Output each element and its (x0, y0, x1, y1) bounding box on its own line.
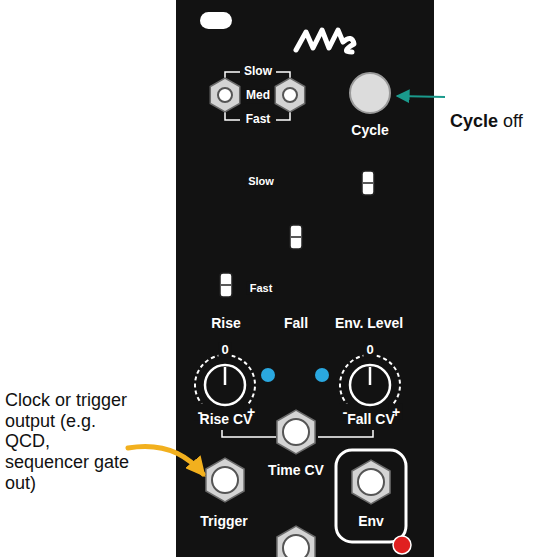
jack-socket (283, 88, 297, 102)
slider-label: Fall (284, 315, 308, 331)
cycle-button (350, 73, 390, 113)
jack-socket (358, 469, 384, 495)
led (261, 368, 275, 382)
hex-nut (206, 458, 244, 502)
slider-knob (291, 236, 301, 238)
slider-knob (363, 182, 373, 184)
output-highlight (336, 450, 406, 542)
switch-label: Fast (243, 113, 274, 127)
jack (206, 458, 244, 502)
knob-scale (195, 355, 255, 406)
knob-label: Fall CV (347, 411, 394, 427)
hex-nut (352, 460, 390, 504)
slider-label: Env. Level (335, 315, 403, 331)
knob-scale-label: 0 (363, 343, 376, 358)
jack (277, 410, 315, 454)
slider-knobs (220, 171, 374, 297)
hex-nut (277, 410, 315, 454)
trimpot-knob (350, 365, 390, 405)
jack-socket (218, 88, 232, 102)
jack-socket (212, 467, 238, 493)
callout-text: Clock or trigger output (e.g. QCD, seque… (5, 390, 130, 493)
button-label: Cycle (351, 122, 388, 138)
hex-nut (277, 526, 315, 557)
callout-group: Cycleoff (450, 111, 523, 132)
mounting-hole (200, 12, 232, 29)
slider-label: Rise (211, 315, 241, 331)
hex-nut (210, 78, 239, 112)
jack-label: Trigger (200, 513, 247, 529)
callout-text: Cycle (450, 111, 498, 132)
jack (275, 78, 304, 112)
knob-scale-label: 0 (218, 343, 231, 358)
switch-label: Slow (241, 65, 275, 79)
knob-pointer (224, 367, 227, 385)
jack-label: Time CV (268, 462, 324, 478)
callout-arrow (397, 96, 445, 97)
jack (352, 460, 390, 504)
trimpot-knob (205, 365, 245, 405)
hex-nut (275, 78, 304, 112)
knob-scale (340, 355, 400, 406)
jack (277, 526, 315, 557)
callout-text: off (503, 111, 523, 132)
scale-label: Fast (247, 282, 276, 295)
callout-arrow (128, 446, 203, 474)
knob-pointer (369, 367, 372, 385)
brand-logo (296, 30, 354, 52)
jack-socket (283, 535, 309, 557)
jack-socket (283, 419, 309, 445)
jack-label: Env (358, 513, 384, 529)
slider-knob (221, 284, 231, 286)
slider-knob (362, 171, 374, 195)
scale-label: Slow (245, 175, 277, 188)
led (315, 368, 329, 382)
panel (176, 0, 434, 557)
led (393, 536, 411, 554)
jack (210, 78, 239, 112)
slider-knob (220, 273, 232, 297)
slider-knob (290, 225, 302, 249)
knob-label: Rise CV (200, 411, 253, 427)
switch-label: Med (243, 89, 273, 103)
